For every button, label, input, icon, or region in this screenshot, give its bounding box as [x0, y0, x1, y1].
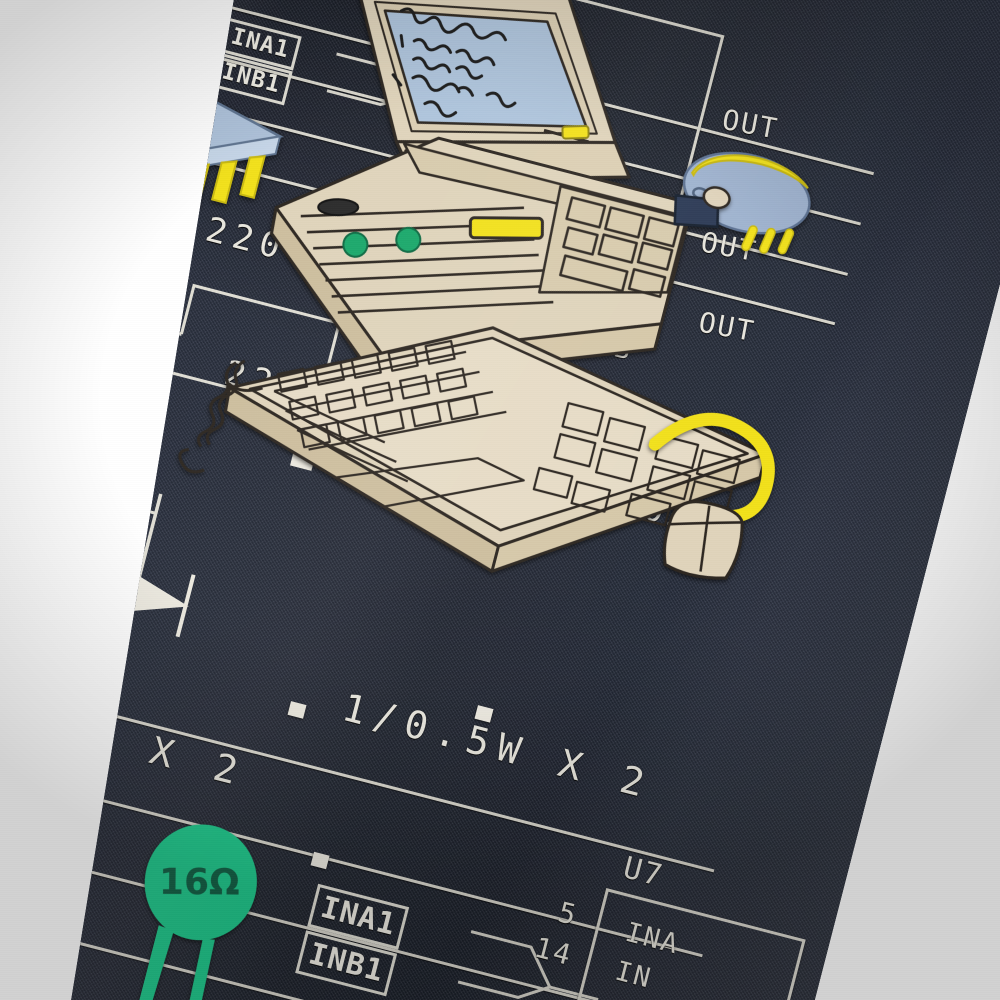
ceramic-capacitor-component: 16Ω [86, 799, 298, 1000]
solder-pad [311, 852, 330, 870]
vintage-desktop-computer-illustration [129, 0, 909, 698]
signal-merge-junction-bottom [448, 914, 611, 1000]
mouse-cable [642, 406, 779, 524]
pin-number-5-bottom: 5 [554, 895, 582, 933]
computer-mouse-illustration [609, 386, 877, 654]
capacitor-value-text: 16Ω [159, 862, 240, 904]
annotation-wattage: 1/0.5W X 2 [337, 685, 658, 808]
resistor-value-4k: 4K [70, 245, 130, 298]
